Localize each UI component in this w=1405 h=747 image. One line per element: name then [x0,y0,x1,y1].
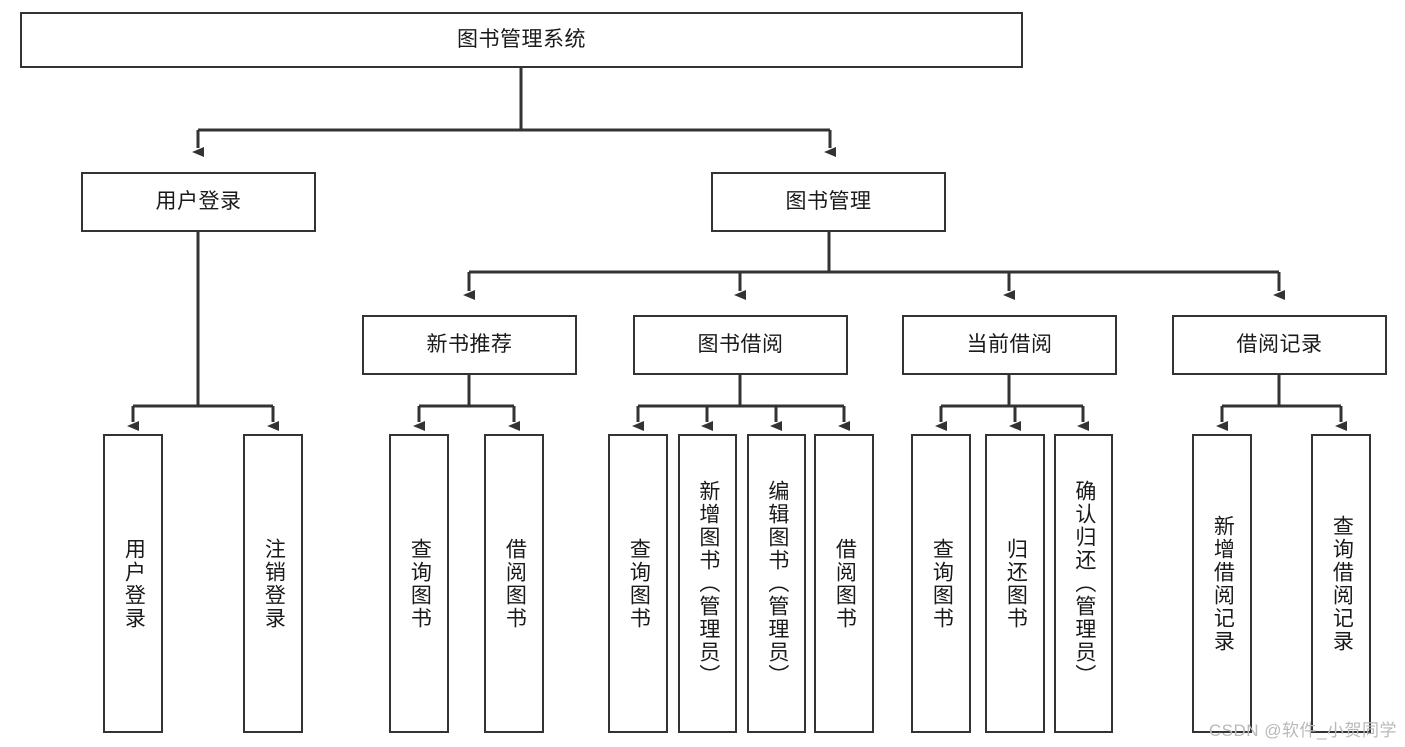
node-leaf-add-book[interactable]: 新增图书（管理员） [678,434,737,733]
node-leaf-return-book-label: 归还图书 [1004,537,1028,630]
node-leaf-borrow-book-new-label: 借阅图书 [503,537,527,630]
node-book-management[interactable]: 图书管理 [711,172,946,232]
node-root[interactable]: 图书管理系统 [20,12,1023,68]
node-leaf-query-book-current-label: 查询图书 [930,537,954,630]
node-leaf-borrow-book[interactable]: 借阅图书 [814,434,874,733]
node-current-borrow-label: 当前借阅 [966,332,1053,356]
node-leaf-query-book-borrow[interactable]: 查询图书 [608,434,668,733]
node-user-login-label: 用户登录 [155,189,242,213]
node-leaf-edit-book-label: 编辑图书（管理员） [765,480,789,687]
node-new-book-recommend[interactable]: 新书推荐 [362,315,577,375]
node-book-management-label: 图书管理 [785,189,872,213]
node-current-borrow[interactable]: 当前借阅 [902,315,1117,375]
node-leaf-add-borrow-record-label: 新增借阅记录 [1211,514,1235,653]
node-borrow-record-label: 借阅记录 [1236,332,1323,356]
node-leaf-confirm-return[interactable]: 确认归还（管理员） [1054,434,1113,733]
node-leaf-confirm-return-label: 确认归还（管理员） [1072,480,1096,687]
node-leaf-borrow-book-label: 借阅图书 [833,537,857,630]
node-leaf-logout-label: 注销登录 [262,537,286,630]
node-new-book-recommend-label: 新书推荐 [426,332,513,356]
node-leaf-user-login[interactable]: 用户登录 [103,434,163,733]
node-leaf-query-book-current[interactable]: 查询图书 [911,434,971,733]
node-borrow-record[interactable]: 借阅记录 [1172,315,1387,375]
node-book-borrow[interactable]: 图书借阅 [633,315,848,375]
node-leaf-query-book-borrow-label: 查询图书 [627,537,651,630]
node-leaf-query-book-new-label: 查询图书 [408,537,432,630]
node-book-borrow-label: 图书借阅 [697,332,784,356]
node-leaf-query-book-new[interactable]: 查询图书 [389,434,449,733]
node-leaf-add-borrow-record[interactable]: 新增借阅记录 [1192,434,1252,733]
node-leaf-user-login-label: 用户登录 [122,537,146,630]
node-root-label: 图书管理系统 [457,27,586,51]
node-leaf-query-borrow-record[interactable]: 查询借阅记录 [1311,434,1371,733]
node-leaf-edit-book[interactable]: 编辑图书（管理员） [747,434,806,733]
node-user-login[interactable]: 用户登录 [81,172,316,232]
node-leaf-add-book-label: 新增图书（管理员） [696,480,720,687]
node-leaf-query-borrow-record-label: 查询借阅记录 [1330,514,1354,653]
node-leaf-return-book[interactable]: 归还图书 [985,434,1045,733]
node-leaf-logout[interactable]: 注销登录 [243,434,303,733]
node-leaf-borrow-book-new[interactable]: 借阅图书 [484,434,544,733]
